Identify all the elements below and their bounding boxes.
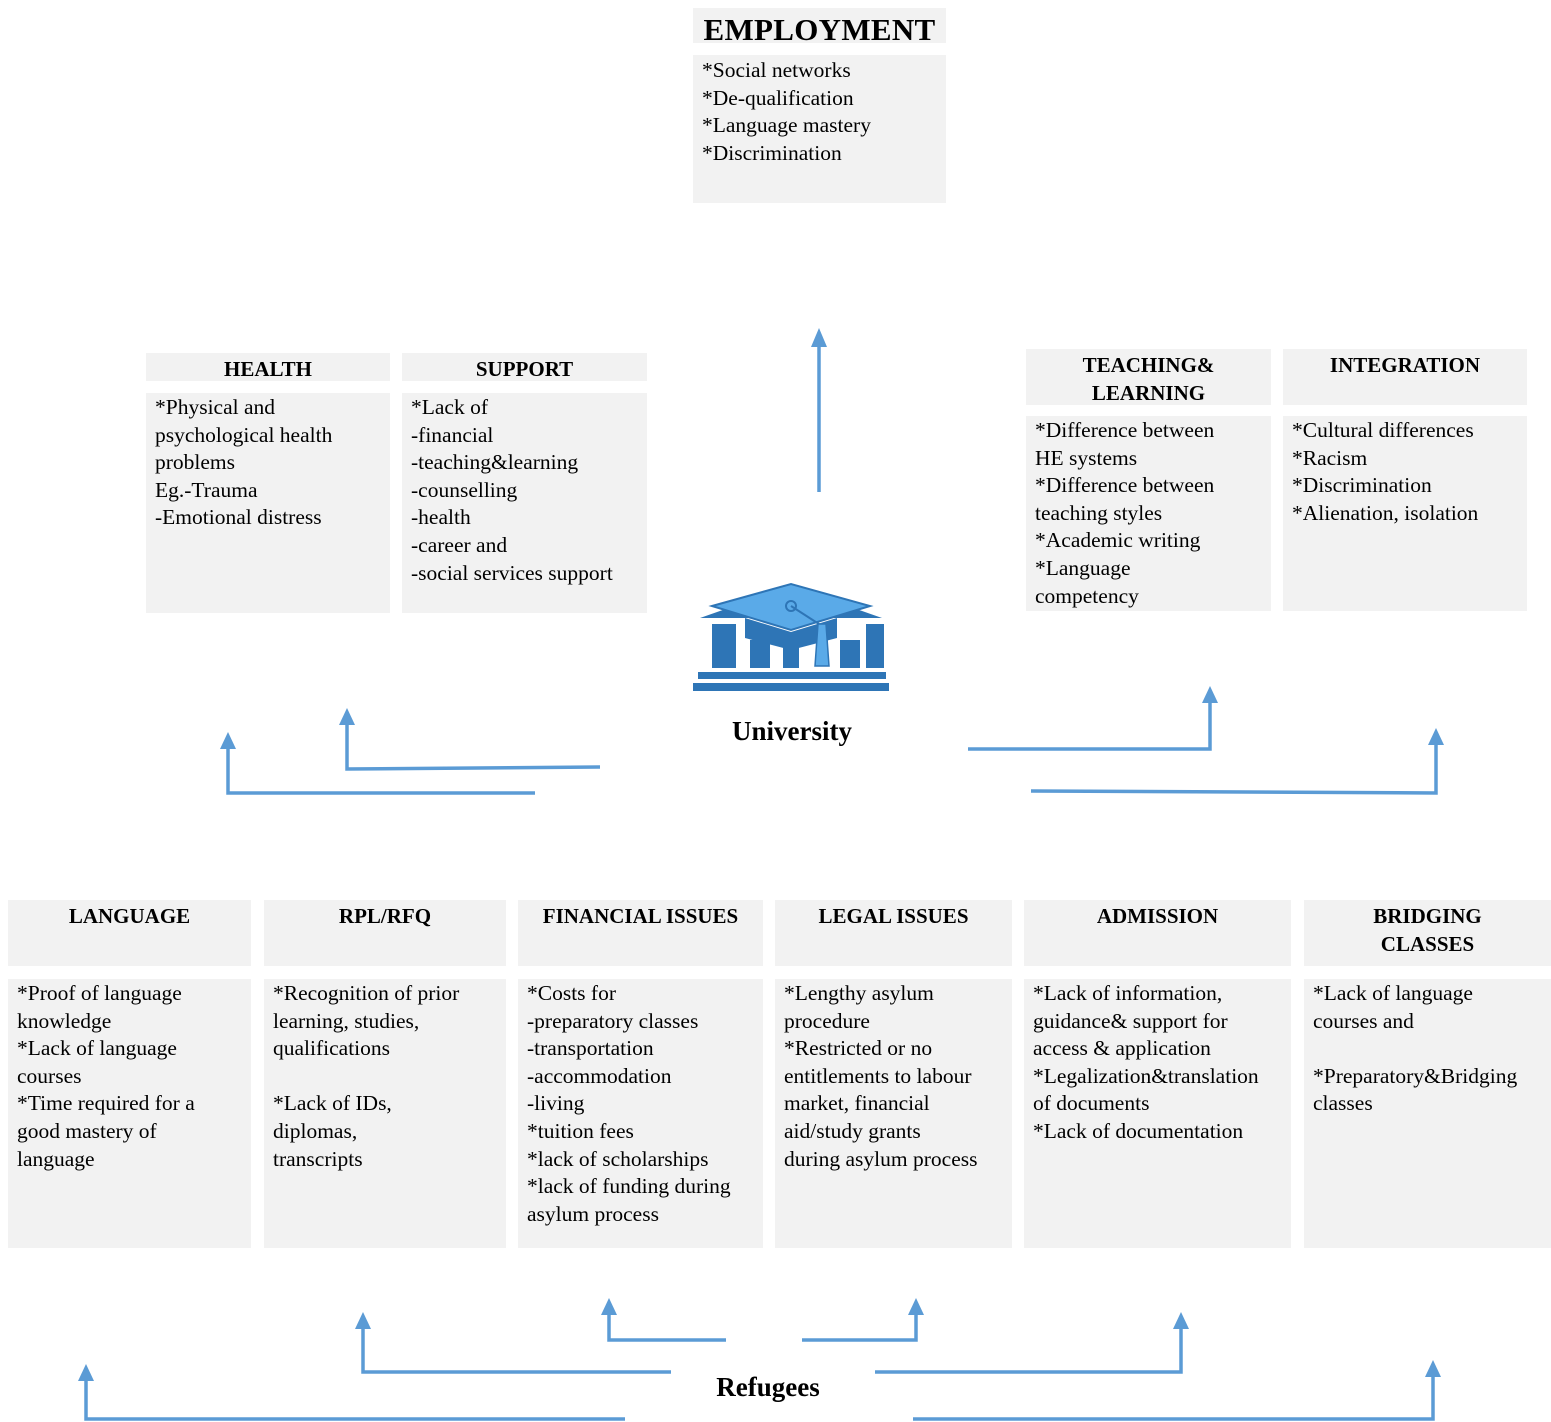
language-title: LANGUAGE: [8, 900, 251, 966]
bridging-classes-body: *Lack of language courses and *Preparato…: [1304, 979, 1551, 1248]
arrow-to-admission: [875, 1326, 1183, 1374]
financial-issues-title: FINANCIAL ISSUES: [518, 900, 763, 966]
rpl-rfq-body: *Recognition of prior learning, studies,…: [264, 979, 506, 1248]
financial-issues-body: *Costs for -preparatory classes -transpo…: [518, 979, 763, 1248]
university-label: University: [732, 716, 852, 746]
support-body: *Lack of -financial -teaching&learning -…: [402, 393, 647, 613]
health-body: *Physical and psychological health probl…: [146, 393, 390, 613]
rpl-rfq-title: RPL/RFQ: [264, 900, 506, 966]
integration-body: *Cultural differences *Racism *Discrimin…: [1283, 416, 1527, 611]
university-icon: [693, 582, 889, 691]
arrow-to-language: [84, 1378, 625, 1421]
admission-title: ADMISSION: [1024, 900, 1291, 966]
arrow-to-rpl-rfq: [361, 1326, 671, 1374]
refugees-label: Refugees: [716, 1372, 820, 1402]
arrow-to-legal-issues: [802, 1312, 918, 1342]
teaching-learning-body: *Difference between HE systems *Differen…: [1026, 416, 1271, 611]
legal-issues-body: *Lengthy asylum procedure *Restricted or…: [775, 979, 1012, 1248]
arrow-to-financial-issues: [607, 1312, 726, 1342]
employment-body: *Social networks *De-qualification *Lang…: [693, 55, 946, 203]
integration-title: INTEGRATION: [1283, 349, 1527, 405]
language-body: *Proof of language knowledge *Lack of la…: [8, 979, 251, 1248]
admission-body: *Lack of information, guidance& support …: [1024, 979, 1291, 1248]
arrow-to-bridging-classes: [913, 1374, 1435, 1421]
arrow-to-integration: [1030, 742, 1438, 795]
arrow-to-health: [226, 745, 535, 795]
legal-issues-title: LEGAL ISSUES: [775, 900, 1012, 966]
arrow-to-teaching-learning: [968, 700, 1212, 751]
employment-title: EMPLOYMENT: [693, 8, 946, 47]
health-title: HEALTH: [146, 353, 390, 381]
support-title: SUPPORT: [402, 353, 647, 381]
teaching-learning-title: TEACHING& LEARNING: [1026, 349, 1271, 405]
bridging-classes-title: BRIDGING CLASSES: [1304, 900, 1551, 966]
arrow-to-support: [345, 722, 601, 771]
